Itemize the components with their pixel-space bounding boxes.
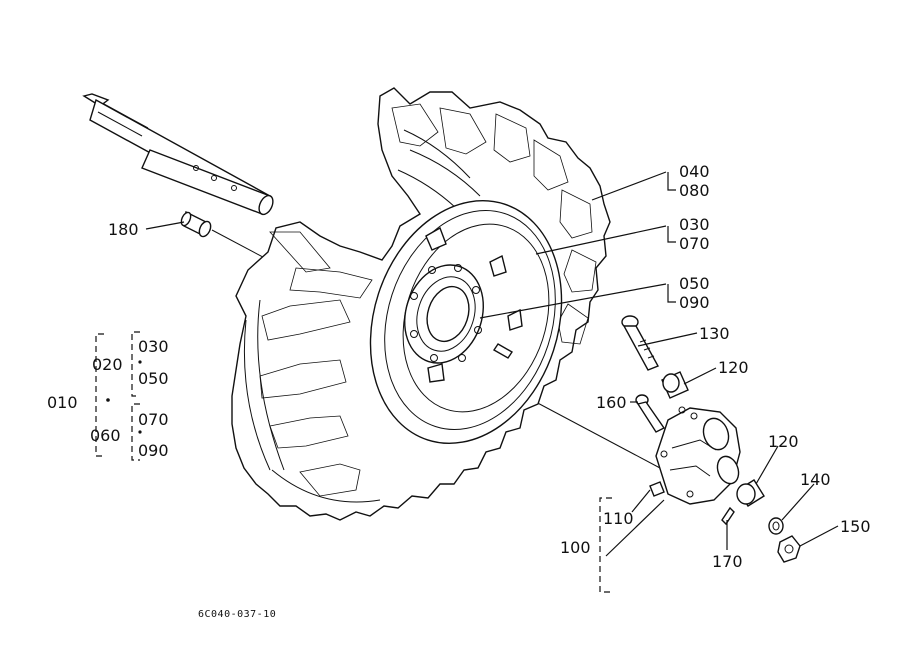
label-090: 090	[679, 293, 710, 312]
label-150: 150	[840, 517, 871, 536]
label-010: 010	[47, 393, 78, 412]
wheel-hub-100	[655, 406, 741, 505]
label-050-group: 050	[138, 369, 169, 388]
label-090-group: 090	[138, 441, 169, 460]
stud-110	[649, 481, 665, 497]
wheel-rim	[369, 199, 563, 445]
label-050: 050	[679, 274, 710, 293]
label-140: 140	[800, 470, 831, 489]
label-120-lower: 120	[768, 432, 799, 451]
bolt-130	[621, 315, 659, 371]
collar-120-upper	[661, 371, 689, 399]
label-080: 080	[679, 181, 710, 200]
split-pin-170	[721, 506, 735, 526]
drawing-code: 6C040-037-10	[198, 609, 276, 620]
part-labels: 010 020 030 050 060 070 090 180 040 080 …	[47, 162, 871, 620]
pin-160	[635, 394, 666, 433]
nut-150	[777, 535, 801, 563]
label-100: 100	[560, 538, 591, 557]
collar-120-lower	[736, 479, 765, 507]
label-120-upper: 120	[718, 358, 749, 377]
label-070: 070	[679, 234, 710, 253]
leader-lines	[145, 171, 839, 557]
axle-shaft	[82, 93, 274, 216]
group-bracket-100	[599, 497, 612, 593]
label-160: 160	[596, 393, 627, 412]
label-130: 130	[699, 324, 730, 343]
label-110: 110	[603, 509, 634, 528]
label-040: 040	[679, 162, 710, 181]
label-070-group: 070	[138, 410, 169, 429]
group-bracket-010	[95, 331, 142, 461]
label-030-group: 030	[138, 337, 169, 356]
washer-140	[768, 517, 784, 535]
label-170: 170	[712, 552, 743, 571]
label-030: 030	[679, 215, 710, 234]
bushing-180	[180, 210, 212, 238]
label-060: 060	[90, 426, 121, 445]
label-020: 020	[92, 355, 123, 374]
label-180: 180	[108, 220, 139, 239]
